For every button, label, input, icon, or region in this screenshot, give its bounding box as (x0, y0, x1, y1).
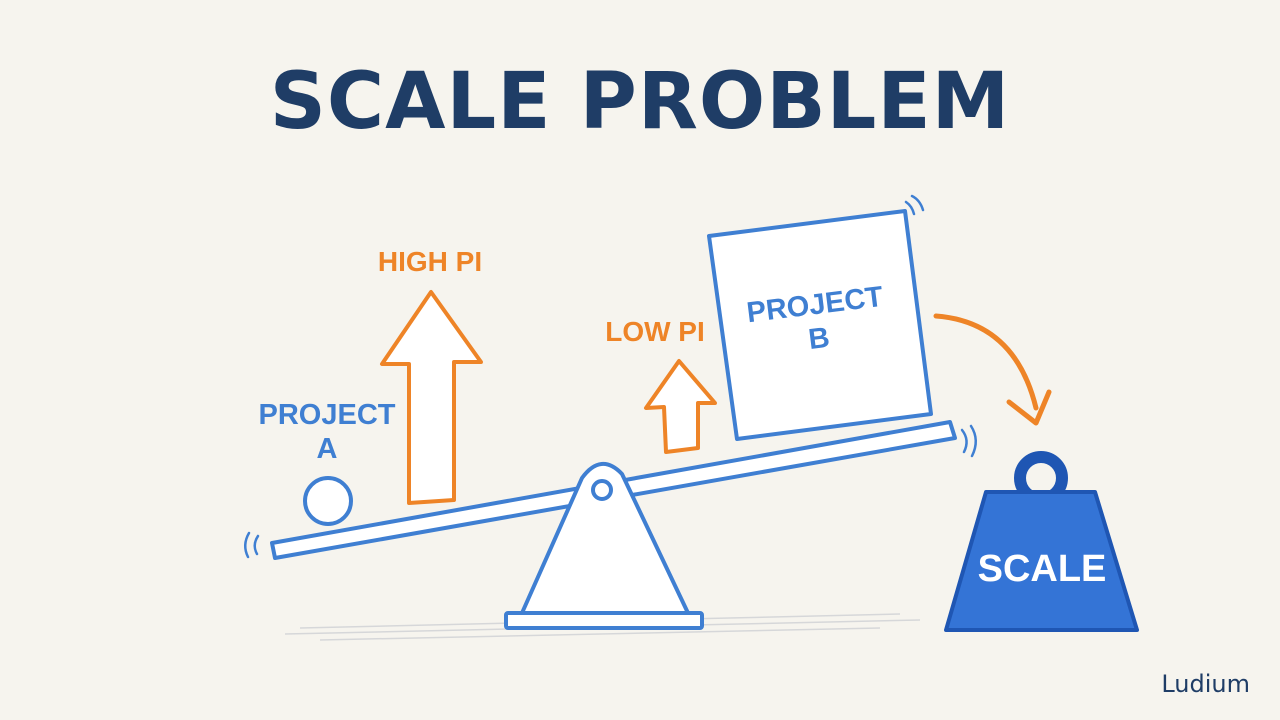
project-a-line-2: A (316, 433, 338, 465)
scale-weight-label: SCALE (977, 548, 1107, 590)
arrow-up-small-icon (644, 359, 717, 454)
fulcrum-base (504, 611, 704, 630)
project-a-label: PROJECT A (252, 398, 402, 466)
weight-icon (944, 451, 1139, 632)
high-pi-label: HIGH PI (377, 246, 483, 277)
box-icon (707, 209, 933, 441)
low-pi-label: LOW PI (605, 316, 705, 347)
ball-icon (303, 476, 353, 526)
arrow-up-icon (380, 290, 483, 505)
motion-marks-left (244, 531, 260, 559)
fulcrum-pivot (591, 479, 613, 501)
project-a-line-1: PROJECT (258, 399, 396, 431)
curved-arrow-icon (933, 313, 1052, 426)
brand-logo: Ludium (1161, 670, 1250, 698)
motion-marks-right (960, 424, 977, 458)
box-motion-marks (904, 194, 925, 216)
slide-title: SCALE PROBLEM (269, 57, 1011, 147)
fulcrum-icon (520, 462, 690, 615)
